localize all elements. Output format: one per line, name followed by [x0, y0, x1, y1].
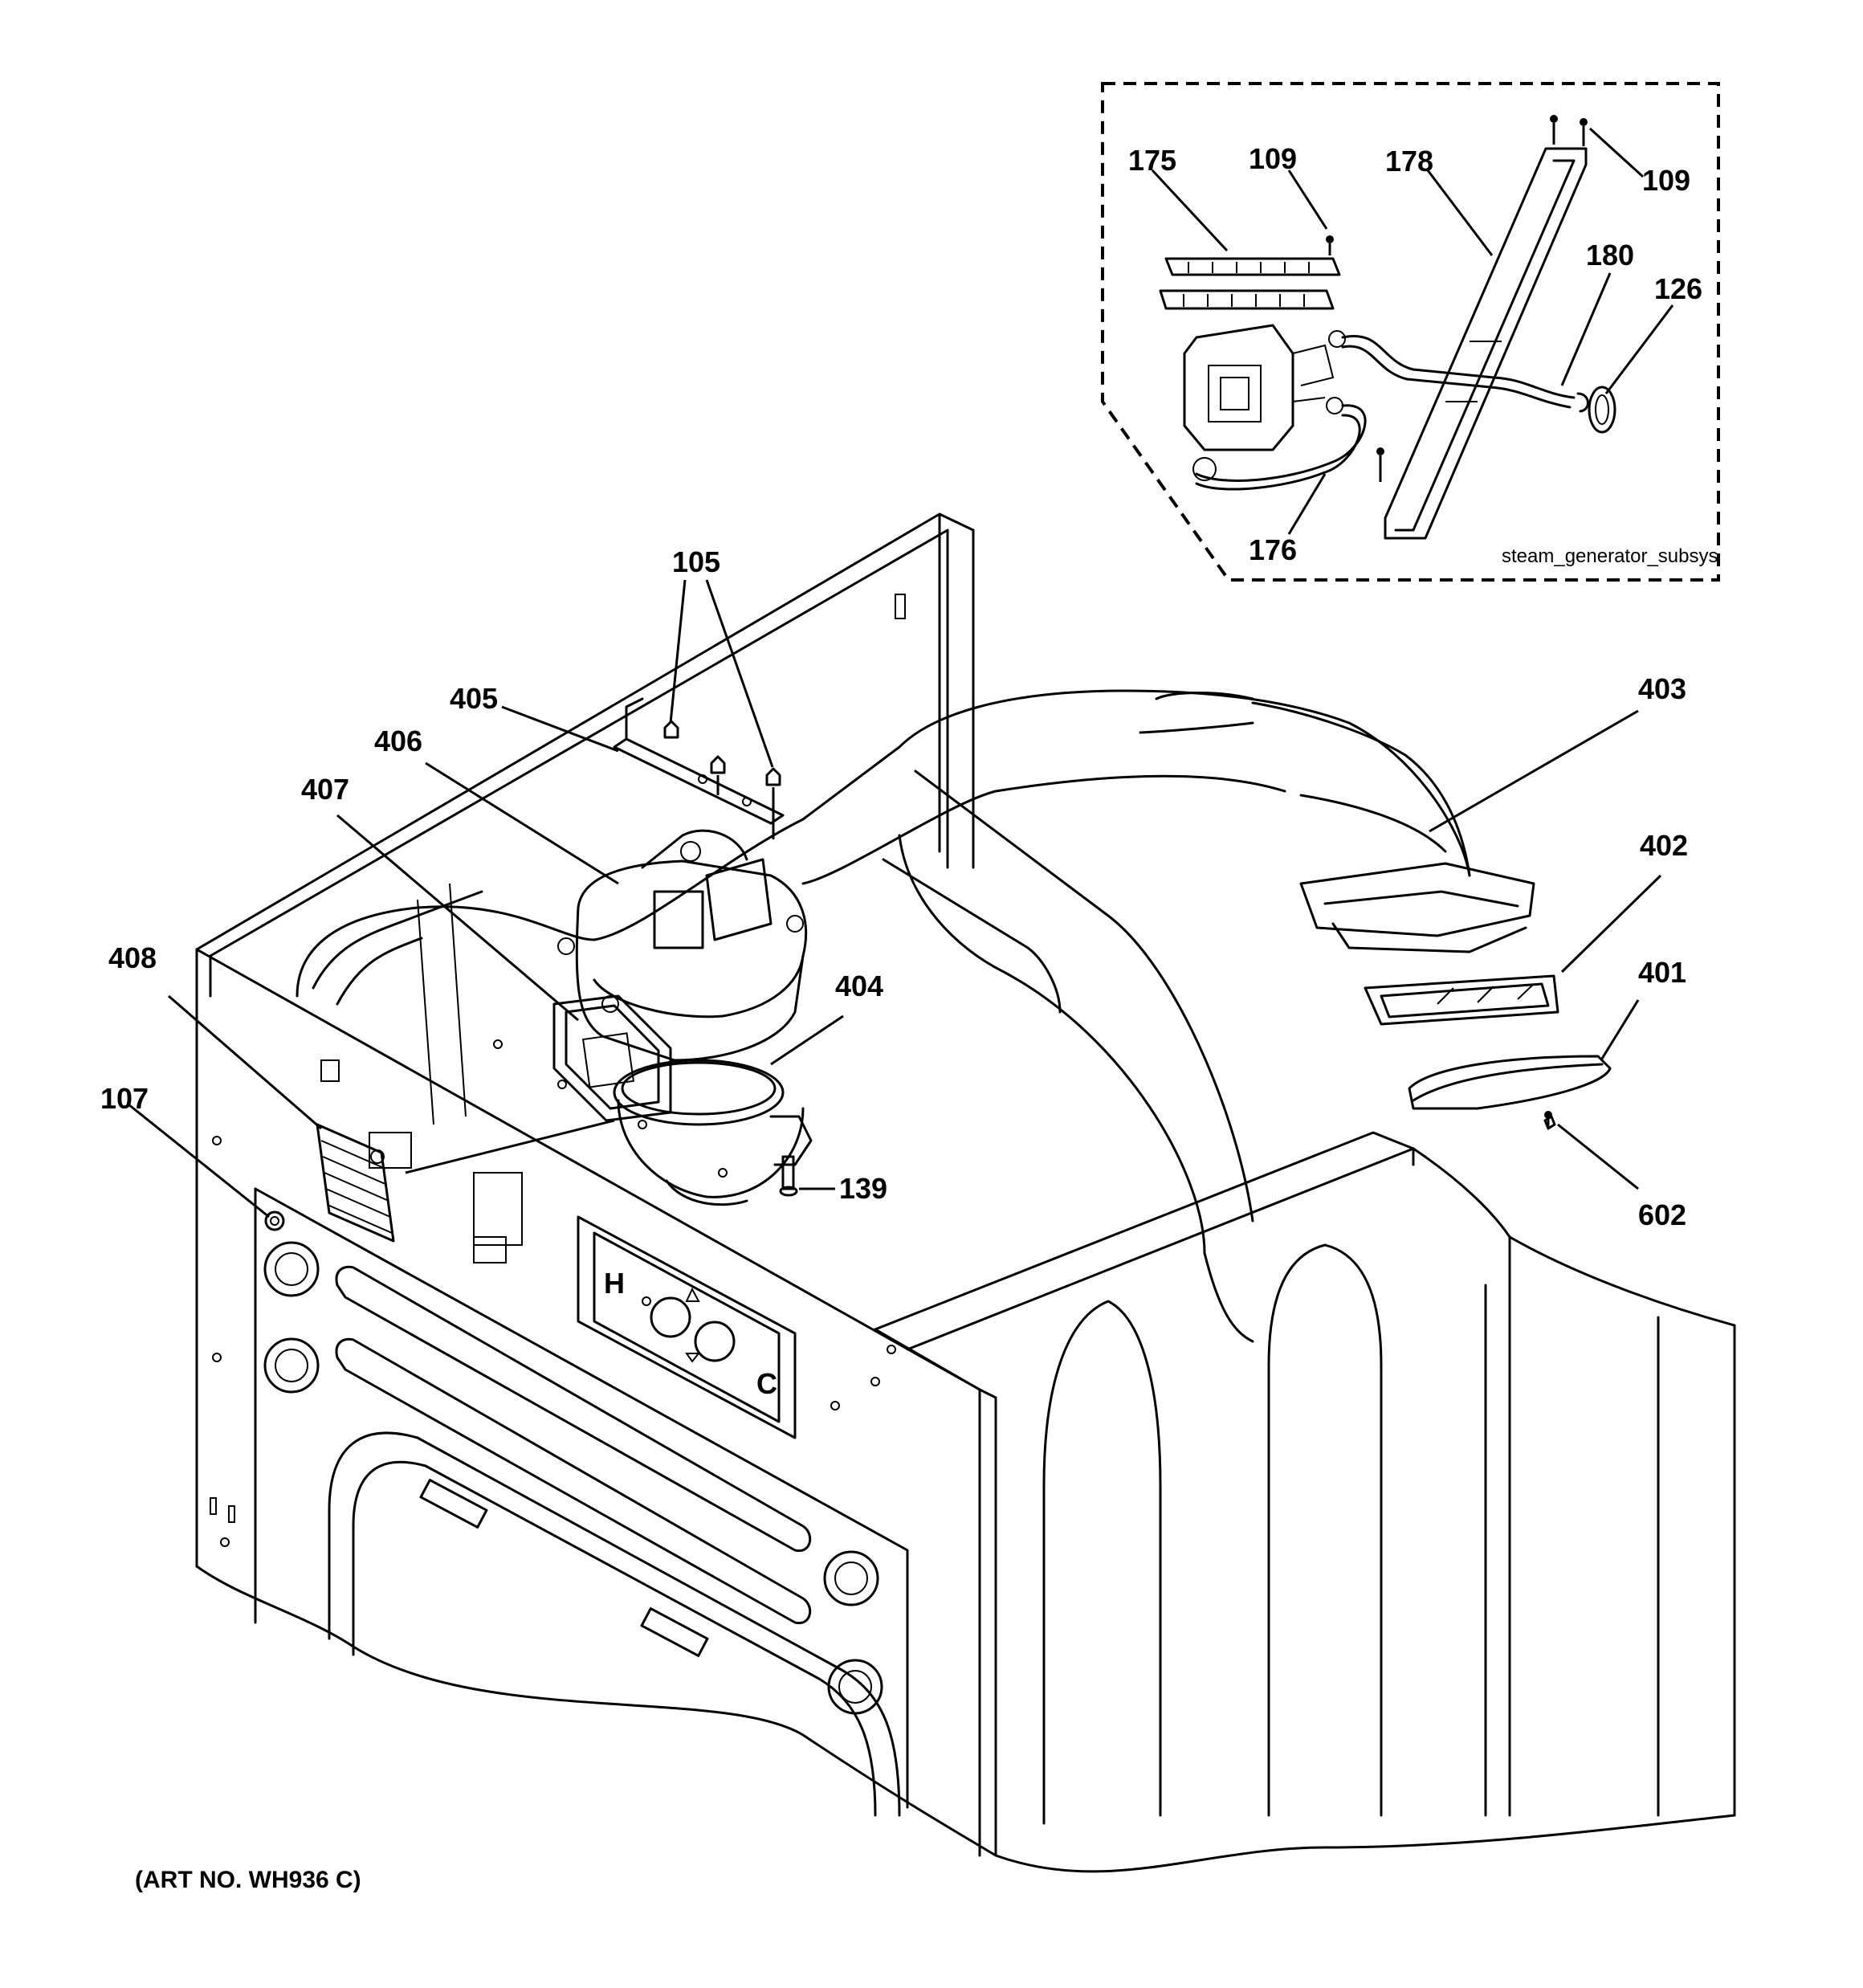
part-405-bracket [613, 697, 785, 825]
part-406-blower [557, 829, 808, 1062]
art-number: (ART NO. WH936 C) [135, 1867, 361, 1893]
part-602-screw [1543, 1115, 1556, 1130]
steam-generator-inset: steam_generator_subsys [1101, 82, 1720, 582]
part-401-cover [1408, 1055, 1612, 1129]
inset-label: steam_generator_subsys [1502, 545, 1718, 567]
part-404-ring [613, 1059, 813, 1206]
callout-602: 602 [1638, 1198, 1686, 1231]
steam-generator-body [1183, 324, 1346, 451]
callout-105: 105 [672, 545, 720, 578]
leader-lines [128, 579, 1662, 1219]
callout-403: 403 [1638, 672, 1686, 705]
callout-408: 408 [108, 941, 157, 974]
part-178-duct [1326, 115, 1588, 540]
callout-109-inset-left: 109 [1249, 142, 1297, 175]
callout-402: 402 [1640, 829, 1688, 862]
part-126-clamp [1588, 386, 1616, 434]
part-139-clip [779, 1155, 798, 1197]
callout-126: 126 [1654, 272, 1702, 305]
hot-cold-inlet-panel: H C [473, 1215, 797, 1439]
callout-107: 107 [100, 1082, 149, 1115]
callout-176: 176 [1249, 533, 1297, 566]
callout-139: 139 [839, 1172, 887, 1205]
part-408-grille [316, 1123, 395, 1243]
callout-401: 401 [1638, 956, 1686, 989]
callout-405: 405 [450, 682, 498, 715]
part-403-duct [296, 689, 1535, 1343]
callout-407: 407 [301, 773, 349, 806]
callout-175: 175 [1128, 144, 1176, 177]
part-402-seal [1364, 974, 1559, 1026]
steam-hoses [1192, 334, 1589, 491]
part-107-screw [264, 1210, 285, 1231]
callout-406: 406 [374, 725, 422, 757]
callout-109-inset-right: 109 [1642, 164, 1690, 197]
hot-inlet-letter: H [604, 1267, 625, 1300]
back-panel [210, 1039, 909, 1817]
part-407-gasket [552, 994, 672, 1122]
cold-inlet-letter: C [756, 1367, 777, 1400]
callout-404: 404 [835, 970, 883, 1002]
dryer-cabinet [195, 512, 1736, 1873]
callout-178: 178 [1385, 145, 1433, 178]
callout-180: 180 [1586, 239, 1634, 271]
part-175-bracket [1159, 257, 1341, 310]
part-105-screws [663, 720, 781, 839]
callout-labels: 175 109 178 109 180 126 176 105 405 406 … [100, 142, 1702, 1231]
